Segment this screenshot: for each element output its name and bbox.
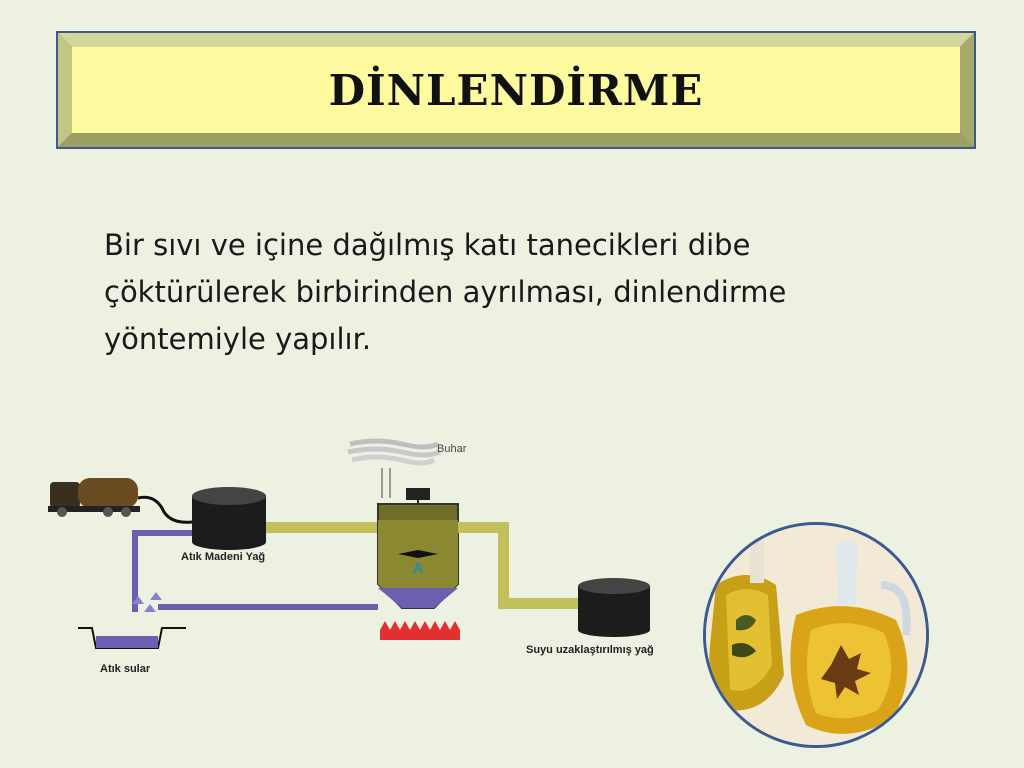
waste-water-basin-icon xyxy=(78,627,186,649)
title-frame xyxy=(56,31,976,149)
slide-title: DİNLENDİRME xyxy=(328,65,704,115)
tanker-truck-icon xyxy=(48,478,140,517)
waste-water-label: Atık sular xyxy=(100,663,151,675)
oil-pipe-out xyxy=(458,522,578,609)
oil-pipe-in xyxy=(266,522,378,533)
decantation-diagram: Buhar Atık Madeni Yağ xyxy=(48,438,654,675)
steam-label: Buhar xyxy=(437,443,467,455)
product-oil-tank-icon xyxy=(578,578,650,637)
heater-flame-icon xyxy=(380,621,460,640)
body-paragraph: Bir sıvı ve içine dağılmış katı tanecikl… xyxy=(104,222,904,363)
tank-label: A xyxy=(413,560,424,577)
water-drops-icon xyxy=(132,592,162,612)
steam-icon xyxy=(347,438,441,498)
oil-bottles-image xyxy=(706,525,926,745)
settling-tank-icon xyxy=(377,488,459,609)
waste-oil-tank-icon xyxy=(192,487,266,550)
waste-oil-label: Atık Madeni Yağ xyxy=(181,551,265,563)
oil-bottles-photo xyxy=(703,522,929,748)
dewatered-oil-label: Suyu uzaklaştırılmış yağ xyxy=(526,644,654,656)
title-banner: DİNLENDİRME xyxy=(56,31,976,149)
hose xyxy=(137,495,193,524)
definition-text: Bir sıvı ve içine dağılmış katı tanecikl… xyxy=(104,228,787,356)
water-pipe xyxy=(132,530,378,612)
